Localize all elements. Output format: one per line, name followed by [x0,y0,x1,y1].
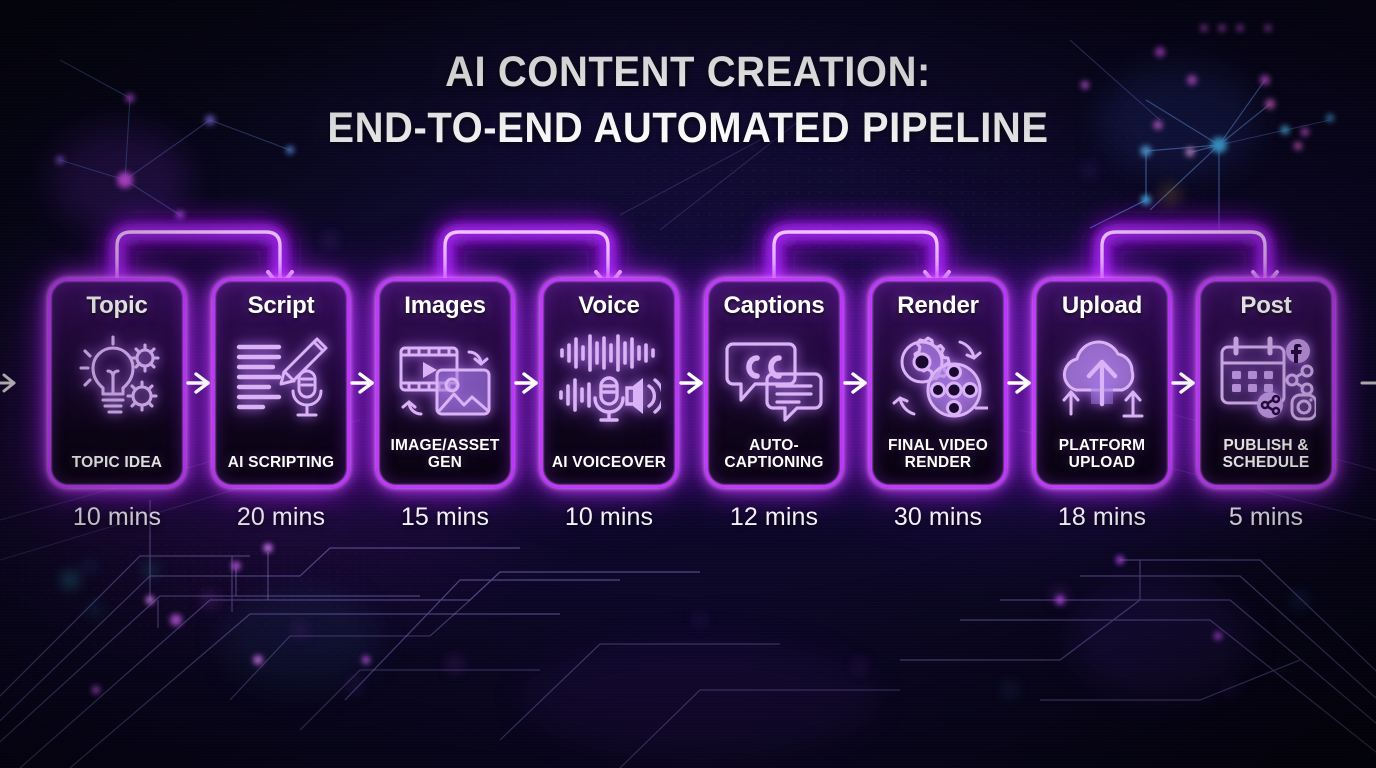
duration-images: 15 mins [400,503,490,531]
arrow-upload-to-post [1171,372,1195,394]
duration-voice: 10 mins [564,503,654,531]
duration-captions: 12 mins [729,503,819,531]
arrow-voice-to-captions [679,372,703,394]
duration-upload: 18 mins [1057,503,1147,531]
duration-post: 5 mins [1228,503,1304,531]
duration-script: 20 mins [236,503,326,531]
arrow-images-to-voice [514,372,538,394]
arrow-script-to-images [350,372,374,394]
duration-render: 30 mins [893,503,983,531]
duration-topic: 10 mins [72,503,162,531]
duration-row: 10 mins 20 mins 15 mins 10 mins 12 mins … [0,503,1376,545]
arrow-captions-to-render [843,372,867,394]
arrow-render-to-upload [1007,372,1031,394]
arrow-topic-to-script [186,372,210,394]
